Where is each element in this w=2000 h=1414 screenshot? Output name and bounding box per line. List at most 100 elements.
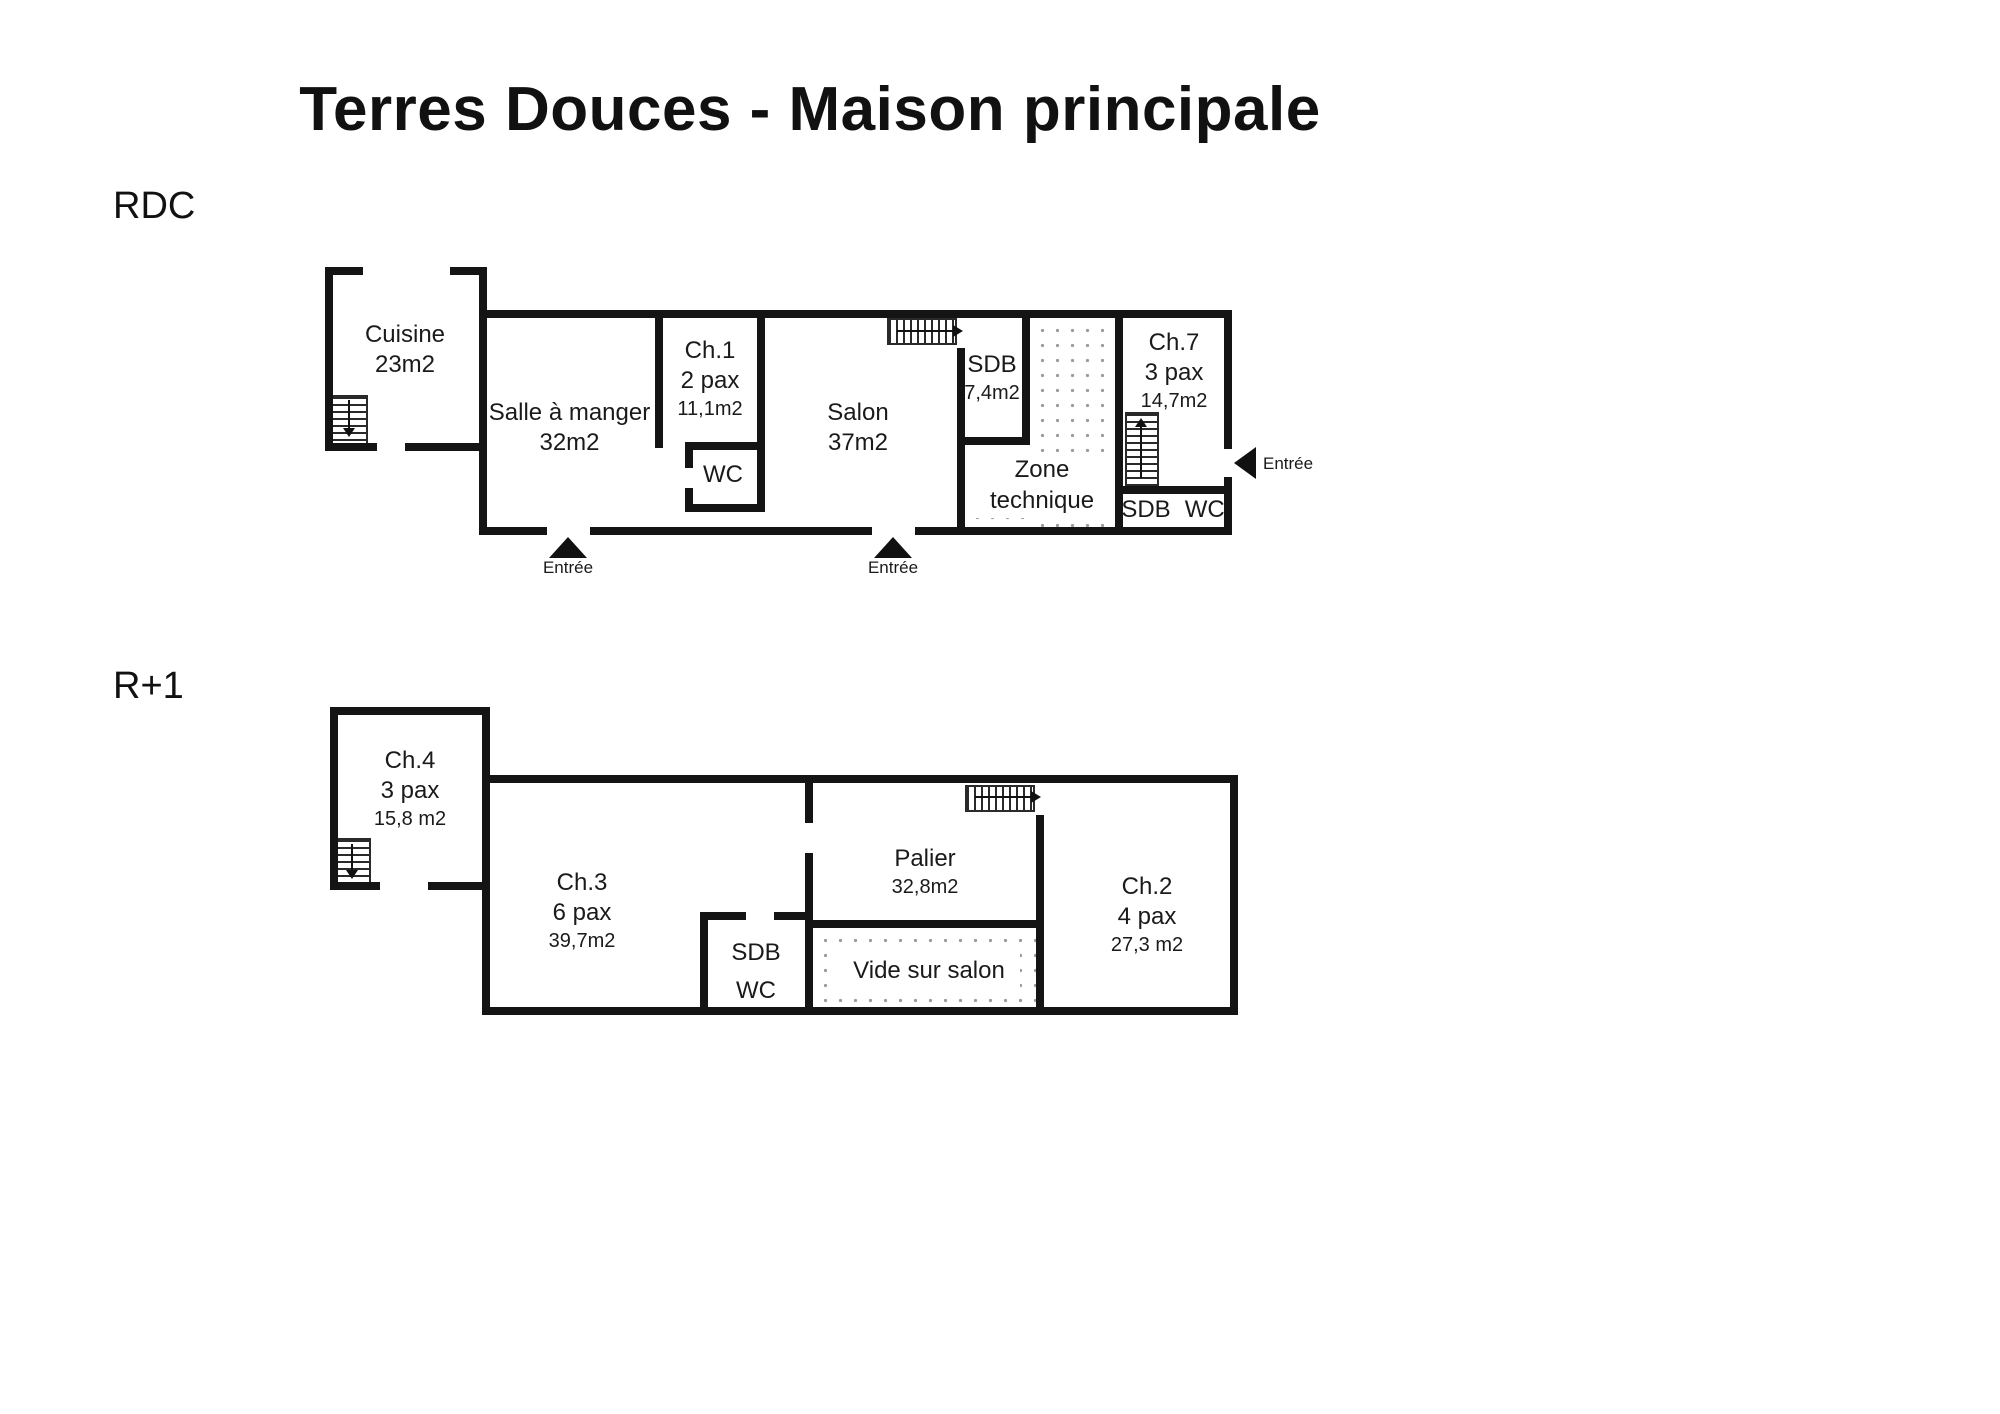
room-area: 11,1m2 xyxy=(677,398,743,420)
room-pax: 6 pax xyxy=(552,899,612,926)
wall xyxy=(479,527,547,535)
room-name: Cuisine xyxy=(364,321,446,348)
wall xyxy=(774,912,813,920)
room-pax: 4 pax xyxy=(1117,903,1177,930)
entrance-arrow-icon xyxy=(1234,447,1256,479)
room-name: WC xyxy=(1184,496,1225,523)
stair-right-arrow-icon xyxy=(953,325,963,337)
room-area: 39,7m2 xyxy=(548,930,616,952)
room-name: Ch.2 xyxy=(1121,873,1173,900)
stair-right-arrow-icon xyxy=(1031,791,1041,803)
wall xyxy=(330,707,490,715)
stair-right-arrow-icon xyxy=(975,796,1033,798)
stair-down-arrow-icon xyxy=(346,870,358,879)
room-palier-label: Palier 32,8m2 xyxy=(845,844,1005,901)
entrance-arrow-icon xyxy=(874,537,912,558)
entrance-label: Entrée xyxy=(1263,454,1314,473)
wall xyxy=(482,775,490,1015)
room-area: 14,7m2 xyxy=(1140,390,1208,412)
room-area: 32,8m2 xyxy=(891,876,959,898)
wall xyxy=(1230,775,1238,1015)
wall xyxy=(405,443,487,451)
room-area: 27,3 m2 xyxy=(1110,934,1184,956)
room-area: 37m2 xyxy=(827,429,889,456)
wall xyxy=(330,707,338,890)
room-name: WC xyxy=(736,977,776,1004)
wall xyxy=(479,310,1232,318)
room-ch2-label: Ch.2 4 pax 27,3 m2 xyxy=(1062,872,1232,959)
room-name: SDB xyxy=(1121,496,1171,523)
room-area: 23m2 xyxy=(374,351,436,378)
wall xyxy=(450,267,487,275)
room-name: Ch.4 xyxy=(384,747,436,774)
stair-up-arrow-icon xyxy=(1140,426,1142,478)
room-area: 15,8 m2 xyxy=(373,808,447,830)
room-pax: 2 pax xyxy=(680,367,740,394)
wall xyxy=(685,504,765,512)
wall xyxy=(805,853,813,1015)
stair-right-arrow-icon xyxy=(897,330,955,332)
wall xyxy=(1115,310,1123,535)
wall xyxy=(428,882,490,890)
room-ch7-label: Ch.7 3 pax 14,7m2 xyxy=(1126,328,1222,415)
room-area: 7,4m2 xyxy=(964,382,1020,404)
wall xyxy=(685,442,693,468)
room-pax: 3 pax xyxy=(380,777,440,804)
wall xyxy=(1224,477,1232,535)
wall xyxy=(482,707,490,783)
staircase-icon xyxy=(965,785,1035,812)
wall xyxy=(330,882,380,890)
wall xyxy=(700,912,746,920)
room-sdb-wc-label: SDB WC xyxy=(712,934,800,1010)
room-area: 32m2 xyxy=(539,429,600,456)
stair-up-arrow-icon xyxy=(1135,418,1147,427)
wall xyxy=(655,310,663,448)
room-salon-label: Salon 37m2 xyxy=(777,398,939,458)
room-sdb-wc-label: SDB WC xyxy=(1121,495,1225,525)
wall xyxy=(915,527,1232,535)
room-name: Vide sur salon xyxy=(853,956,1005,984)
wall xyxy=(325,267,363,275)
room-ch4-label: Ch.4 3 pax 15,8 m2 xyxy=(332,746,488,833)
floor-label-r1: R+1 xyxy=(113,665,184,707)
room-name: Zone technique xyxy=(989,456,1095,514)
wall xyxy=(805,775,813,823)
room-salle-a-manger-label: Salle à manger 32m2 xyxy=(482,398,657,458)
room-sdb-label: SDB 7,4m2 xyxy=(960,350,1024,407)
room-name: Salle à manger xyxy=(488,399,651,426)
room-name: Palier xyxy=(894,845,956,872)
wall xyxy=(1036,815,1044,1015)
room-ch1-label: Ch.1 2 pax 11,1m2 xyxy=(662,336,758,423)
wall xyxy=(482,775,1238,783)
room-name: SDB xyxy=(731,939,781,966)
entrance-arrow-icon xyxy=(549,537,587,558)
room-ch3-label: Ch.3 6 pax 39,7m2 xyxy=(499,868,665,955)
room-name: Ch.3 xyxy=(556,869,608,896)
entrance-label: Entrée xyxy=(867,558,919,577)
room-pax: 3 pax xyxy=(1144,359,1204,386)
floor-label-rdc: RDC xyxy=(113,185,196,227)
stair-down-arrow-icon xyxy=(343,428,355,437)
room-name: Ch.7 xyxy=(1148,329,1200,356)
wall xyxy=(1115,486,1232,494)
staircase-icon xyxy=(1125,412,1159,487)
stair-down-arrow-icon xyxy=(348,400,350,430)
room-vide-sur-salon-label: Vide sur salon xyxy=(838,952,1020,988)
entrance-label: Entrée xyxy=(542,558,594,577)
wall xyxy=(1022,310,1030,445)
wall xyxy=(325,267,333,451)
wall xyxy=(1224,310,1232,449)
wall xyxy=(325,443,377,451)
wall xyxy=(805,920,1044,928)
stair-down-arrow-icon xyxy=(351,844,353,872)
wall xyxy=(685,488,693,512)
room-zone-technique-label: Zone technique xyxy=(968,452,1116,518)
wall xyxy=(482,1007,1238,1015)
wall xyxy=(590,527,872,535)
wall xyxy=(957,437,1030,445)
wall xyxy=(685,442,765,450)
room-name: WC xyxy=(703,461,743,488)
wall xyxy=(757,310,765,512)
room-name: SDB xyxy=(967,351,1017,378)
